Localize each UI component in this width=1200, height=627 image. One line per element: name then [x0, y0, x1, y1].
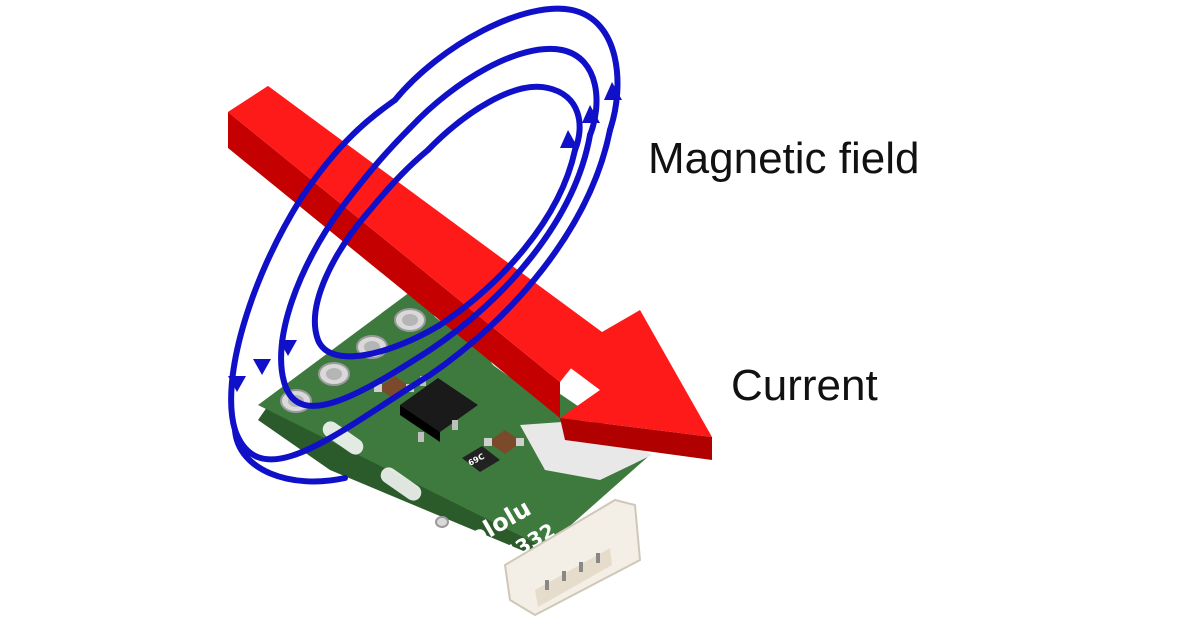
arrowhead-icon [604, 82, 622, 100]
arrowhead-icon [560, 130, 578, 148]
connector [503, 498, 642, 617]
current-label: Current [731, 361, 878, 410]
field-direction-arrowheads [228, 82, 622, 392]
resistor: 69C [462, 446, 500, 472]
arrowhead-icon [253, 359, 271, 375]
arrowhead-icon [279, 340, 297, 356]
magnetic-field-label: Magnetic field [648, 134, 920, 183]
arrowhead-icon [228, 376, 246, 392]
arrowhead-icon [582, 105, 600, 123]
field-lines-front [228, 97, 613, 485]
capacitor-2 [484, 430, 524, 454]
copper-pad [520, 420, 652, 480]
field-lines-back [392, 5, 621, 153]
